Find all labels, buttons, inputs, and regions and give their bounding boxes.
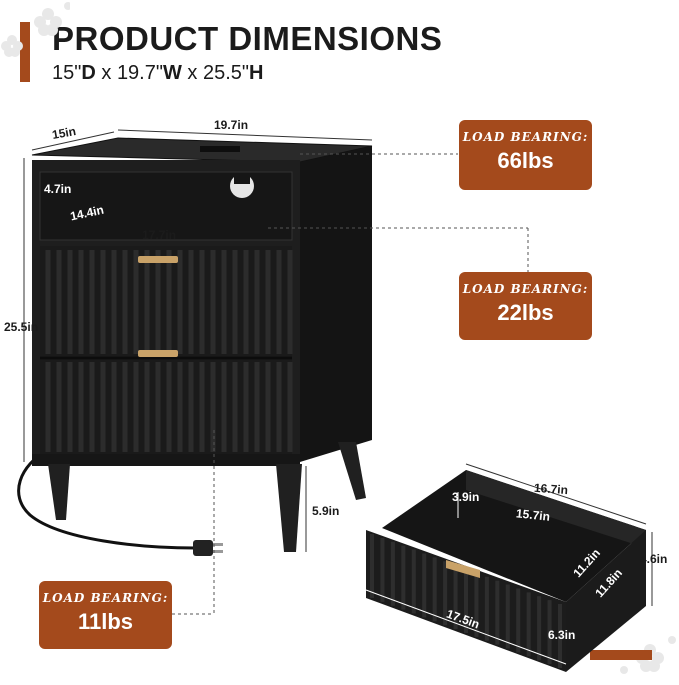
separator-2: x — [187, 62, 198, 84]
plug-icon — [193, 540, 223, 556]
nightstand-base — [32, 454, 300, 466]
drawer-side-wall — [566, 530, 646, 672]
drawer-front-height-label: 6.3in — [548, 628, 576, 642]
charging-slot — [200, 146, 240, 152]
corner-accent-bar — [590, 650, 652, 660]
height-value: 25.5" — [202, 62, 250, 84]
depth-letter: D — [81, 62, 96, 84]
lower-drawer-handle — [138, 350, 178, 357]
drawer-inner-height-label: 3.9in — [452, 490, 480, 504]
drawer-back-wall — [466, 470, 646, 548]
drawer-side-height-label: 4.6in — [640, 552, 668, 566]
load-bearing-value: 22lbs — [497, 300, 554, 325]
leg-front-right — [276, 464, 302, 552]
drawer-outer-width-label: 16.7in — [533, 480, 569, 498]
drawer-interior — [382, 470, 646, 602]
load-bearing-value: 11lbs — [77, 609, 134, 634]
leg-back-right — [338, 442, 366, 500]
height-dimension-label: 25.5in — [4, 320, 39, 334]
dimensions-summary: 15"D x 19.7"W x 25.5"H — [52, 62, 263, 85]
load-bearing-badge-top: LOAD BEARING: 66lbs — [459, 120, 592, 190]
title-accent-bar — [20, 22, 30, 82]
shelf-width-label: 17.7in — [142, 228, 177, 242]
height-letter: H — [249, 62, 264, 84]
page-title: PRODUCT DIMENSIONS — [52, 20, 443, 57]
leg-height-label: 5.9in — [312, 504, 340, 518]
drawer-handle — [446, 560, 480, 578]
power-cord — [17, 448, 196, 550]
flower-decoration-icon — [1, 2, 70, 57]
load-bearing-badge-shelf: LOAD BEARING: 22lbs — [459, 272, 592, 340]
load-bearing-label: LOAD BEARING: — [462, 130, 589, 144]
leg-front-left — [48, 464, 70, 520]
load-bearing-badge-drawer: LOAD BEARING: 11lbs — [39, 581, 172, 649]
depth-value: 15" — [52, 62, 82, 84]
shelf-height-label: 4.7in — [44, 182, 72, 196]
nightstand-side — [300, 146, 372, 462]
load-bearing-value: 66lbs — [497, 148, 554, 173]
upper-drawer-handle — [138, 256, 178, 263]
lower-drawer — [40, 360, 292, 454]
load-bearing-label: LOAD BEARING: — [42, 591, 169, 605]
width-letter: W — [162, 62, 182, 84]
separator-1: x — [101, 62, 112, 84]
width-value: 19.7" — [116, 62, 163, 84]
width-dimension-label: 19.7in — [214, 118, 249, 132]
load-bearing-label: LOAD BEARING: — [462, 282, 589, 296]
